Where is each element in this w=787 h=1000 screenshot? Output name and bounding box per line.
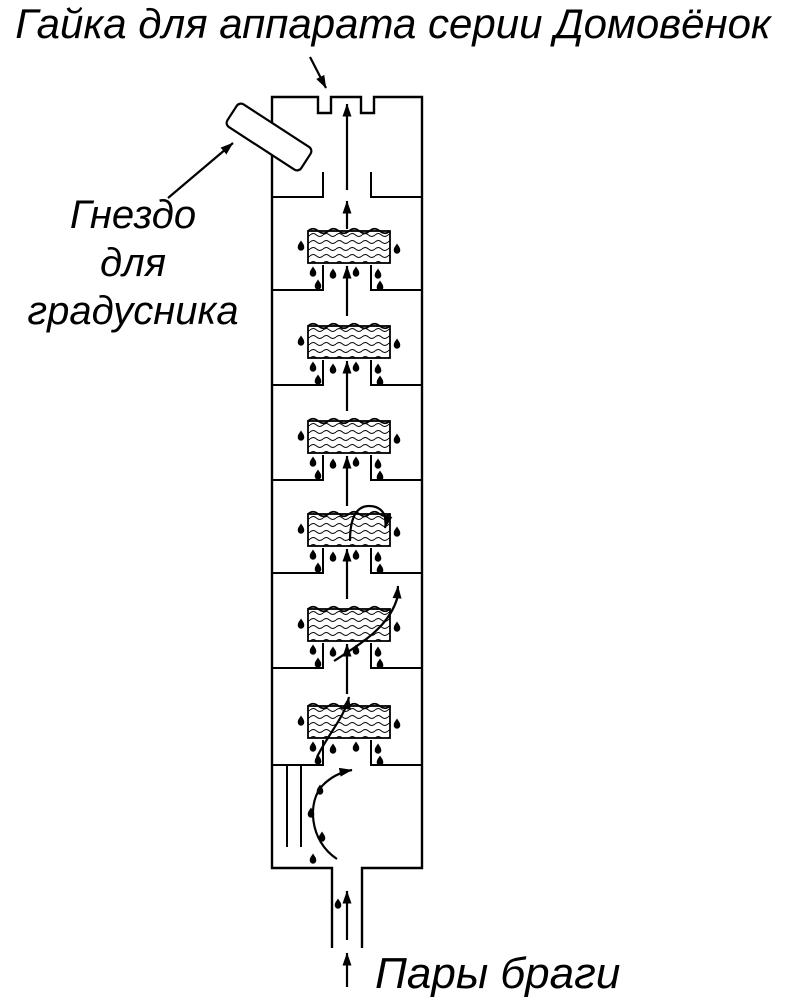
- vapor-swirl-arrow-2: [316, 696, 351, 758]
- droplet: [374, 551, 382, 562]
- droplet: [393, 621, 401, 632]
- droplet: [376, 755, 384, 766]
- droplet: [318, 831, 326, 842]
- droplet: [374, 743, 382, 754]
- droplet: [329, 363, 337, 374]
- droplet: [376, 658, 384, 669]
- droplet: [334, 898, 342, 909]
- socket-label-line1: Гнездо: [70, 193, 196, 237]
- droplet: [374, 646, 382, 657]
- droplet: [352, 266, 360, 277]
- droplet: [376, 470, 384, 481]
- plate-divider-2: [272, 265, 422, 291]
- bubble-plate-tray-6: [307, 702, 391, 739]
- droplet: [297, 618, 305, 629]
- droplet: [393, 338, 401, 349]
- bubble-plate-tray-1: [307, 227, 391, 264]
- droplet: [309, 853, 317, 864]
- droplet: [393, 526, 401, 537]
- plate-divider-3: [272, 360, 422, 386]
- droplet: [314, 657, 322, 668]
- droplet: [393, 433, 401, 444]
- droplet: [309, 361, 317, 372]
- vapor-swirl-arrow-3: [311, 767, 353, 860]
- droplet: [374, 363, 382, 374]
- droplet: [376, 280, 384, 291]
- droplet: [314, 469, 322, 480]
- droplet: [352, 361, 360, 372]
- droplet: [352, 549, 360, 560]
- droplet: [393, 243, 401, 254]
- plate-divider-1: [272, 172, 422, 198]
- plate-divider-4: [272, 455, 422, 481]
- droplet: [297, 335, 305, 346]
- bubble-plate-tray-2: [307, 322, 391, 359]
- droplet: [393, 718, 401, 729]
- droplet: [329, 458, 337, 469]
- droplet: [376, 375, 384, 386]
- droplet: [309, 266, 317, 277]
- droplet: [309, 456, 317, 467]
- droplet: [329, 551, 337, 562]
- droplet: [374, 458, 382, 469]
- droplet: [314, 562, 322, 573]
- socket-label-line3: градусника: [27, 289, 238, 333]
- droplet: [352, 456, 360, 467]
- socket-label-line2: для: [100, 241, 166, 285]
- droplet: [297, 523, 305, 534]
- column-body-outline: [270, 95, 424, 948]
- title-label: Гайка для аппарата серии Домовёнок: [15, 0, 773, 47]
- droplet: [297, 430, 305, 441]
- droplet: [376, 563, 384, 574]
- droplet: [297, 240, 305, 251]
- droplet: [309, 741, 317, 752]
- plate-divider-7: [272, 740, 422, 766]
- bubble-plate-tray-5: [307, 605, 391, 642]
- droplet: [329, 646, 337, 657]
- droplet: [374, 268, 382, 279]
- socket-pointer-arrow: [167, 142, 234, 199]
- droplet: [309, 549, 317, 560]
- bubble-plate-tray-3: [307, 417, 391, 454]
- droplet: [314, 754, 322, 765]
- droplet: [329, 743, 337, 754]
- drain-tube: [286, 765, 302, 847]
- droplet: [309, 644, 317, 655]
- plate-divider-6: [272, 643, 422, 669]
- droplet: [329, 268, 337, 279]
- thermometer-socket: [225, 102, 313, 172]
- droplet: [352, 741, 360, 752]
- plate-divider-5: [272, 548, 422, 574]
- droplet: [314, 374, 322, 385]
- nut-pointer-arrow: [309, 56, 327, 89]
- vapor-bubble-hook-arrow: [348, 504, 393, 542]
- droplet: [297, 715, 305, 726]
- bottom-label: Пары браги: [375, 949, 620, 998]
- droplet: [314, 279, 322, 290]
